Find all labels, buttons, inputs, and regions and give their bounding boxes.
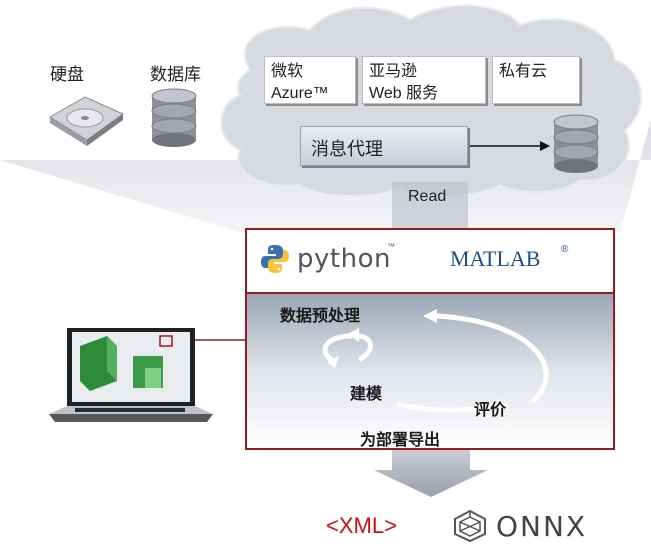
onnx-output-label: ONNX (496, 510, 588, 543)
step-modeling: 建模 (350, 386, 383, 403)
cloud-database-icon (553, 114, 599, 173)
python-label: python (297, 244, 391, 274)
step-evaluate: 评价 (474, 402, 507, 419)
step-deploy: 为部署导出 (360, 432, 441, 449)
matlab-registered: ® (561, 244, 569, 255)
aws-box: 亚马逊 Web 服务 (362, 56, 486, 104)
python-logo-icon (261, 245, 289, 273)
output-arrow (374, 450, 488, 497)
python-trademark: ™ (387, 242, 395, 251)
message-broker-box: 消息代理 (300, 126, 468, 166)
onnx-logo-icon (454, 509, 486, 543)
panel-divider (247, 292, 613, 294)
tool-panel: python ™ MATLAB ® 数据预处理 建模 评价 为部署导出 (245, 228, 615, 450)
database-icon (151, 88, 197, 147)
matlab-label: MATLAB (450, 246, 541, 271)
read-arrow (392, 182, 468, 228)
hard-disk-icon (49, 96, 124, 146)
arrow-head (540, 141, 550, 151)
disk-label: 硬盘 (50, 65, 84, 84)
laptop-icon (49, 328, 213, 422)
private-cloud-box: 私有云 (492, 56, 580, 104)
database-label: 数据库 (150, 65, 201, 84)
step-preprocess: 数据预处理 (280, 308, 361, 325)
read-label: Read (408, 188, 447, 205)
azure-box: 微软 Azure™ (264, 56, 356, 104)
xml-output-label: <XML> (326, 513, 397, 538)
workflow-arrows (322, 309, 549, 413)
